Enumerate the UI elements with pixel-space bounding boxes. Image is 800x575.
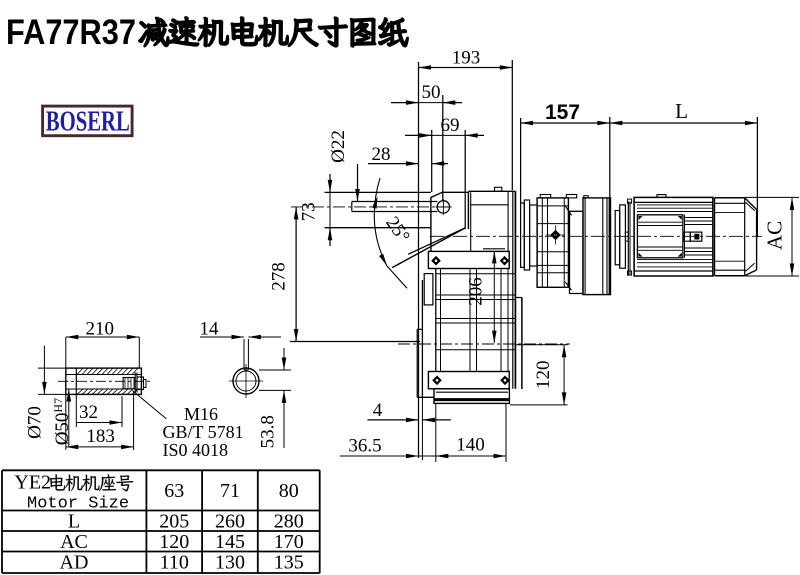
svg-text:50: 50: [422, 82, 441, 103]
svg-text:170: 170: [274, 531, 304, 553]
svg-text:28: 28: [372, 144, 391, 165]
svg-text:193: 193: [452, 48, 481, 69]
svg-text:Ø70: Ø70: [25, 406, 46, 439]
svg-text:260: 260: [215, 511, 245, 533]
svg-text:AC: AC: [60, 531, 88, 553]
svg-text:69: 69: [441, 115, 460, 136]
svg-text:183: 183: [86, 426, 115, 447]
svg-text:120: 120: [533, 361, 554, 390]
svg-text:130: 130: [215, 552, 245, 574]
svg-text:80: 80: [279, 480, 299, 502]
svg-text:AC: AC: [763, 221, 787, 250]
svg-text:IS0 4018: IS0 4018: [163, 440, 229, 460]
svg-text:36.5: 36.5: [348, 436, 381, 457]
svg-text:140: 140: [456, 435, 485, 456]
svg-text:145: 145: [215, 531, 245, 553]
svg-text:53.8: 53.8: [258, 415, 279, 448]
svg-text:4: 4: [373, 400, 383, 421]
svg-text:110: 110: [160, 552, 189, 574]
svg-text:FA77R37: FA77R37: [6, 13, 136, 52]
svg-text:YE2: YE2: [14, 472, 51, 494]
svg-text:Ø22: Ø22: [328, 130, 349, 163]
svg-text:32: 32: [79, 402, 98, 423]
svg-text:M16: M16: [184, 404, 218, 424]
svg-text:L: L: [68, 511, 80, 533]
svg-text:280: 280: [274, 511, 304, 533]
svg-text:71: 71: [220, 480, 240, 502]
svg-text:L: L: [675, 99, 688, 123]
svg-text:120: 120: [159, 531, 189, 553]
svg-text:135: 135: [274, 552, 304, 574]
svg-text:210: 210: [85, 319, 114, 340]
svg-text:BOSERL: BOSERL: [46, 107, 130, 138]
svg-text:Motor Size: Motor Size: [27, 495, 129, 514]
svg-text:GB/T 5781: GB/T 5781: [163, 422, 244, 442]
svg-text:AD: AD: [60, 552, 89, 574]
svg-text:73: 73: [298, 202, 319, 221]
svg-text:14: 14: [200, 319, 220, 340]
svg-text:157: 157: [545, 101, 580, 124]
svg-text:278: 278: [268, 262, 289, 291]
svg-text:63: 63: [164, 480, 184, 502]
svg-text:206: 206: [466, 277, 487, 306]
svg-text:205: 205: [159, 511, 189, 533]
